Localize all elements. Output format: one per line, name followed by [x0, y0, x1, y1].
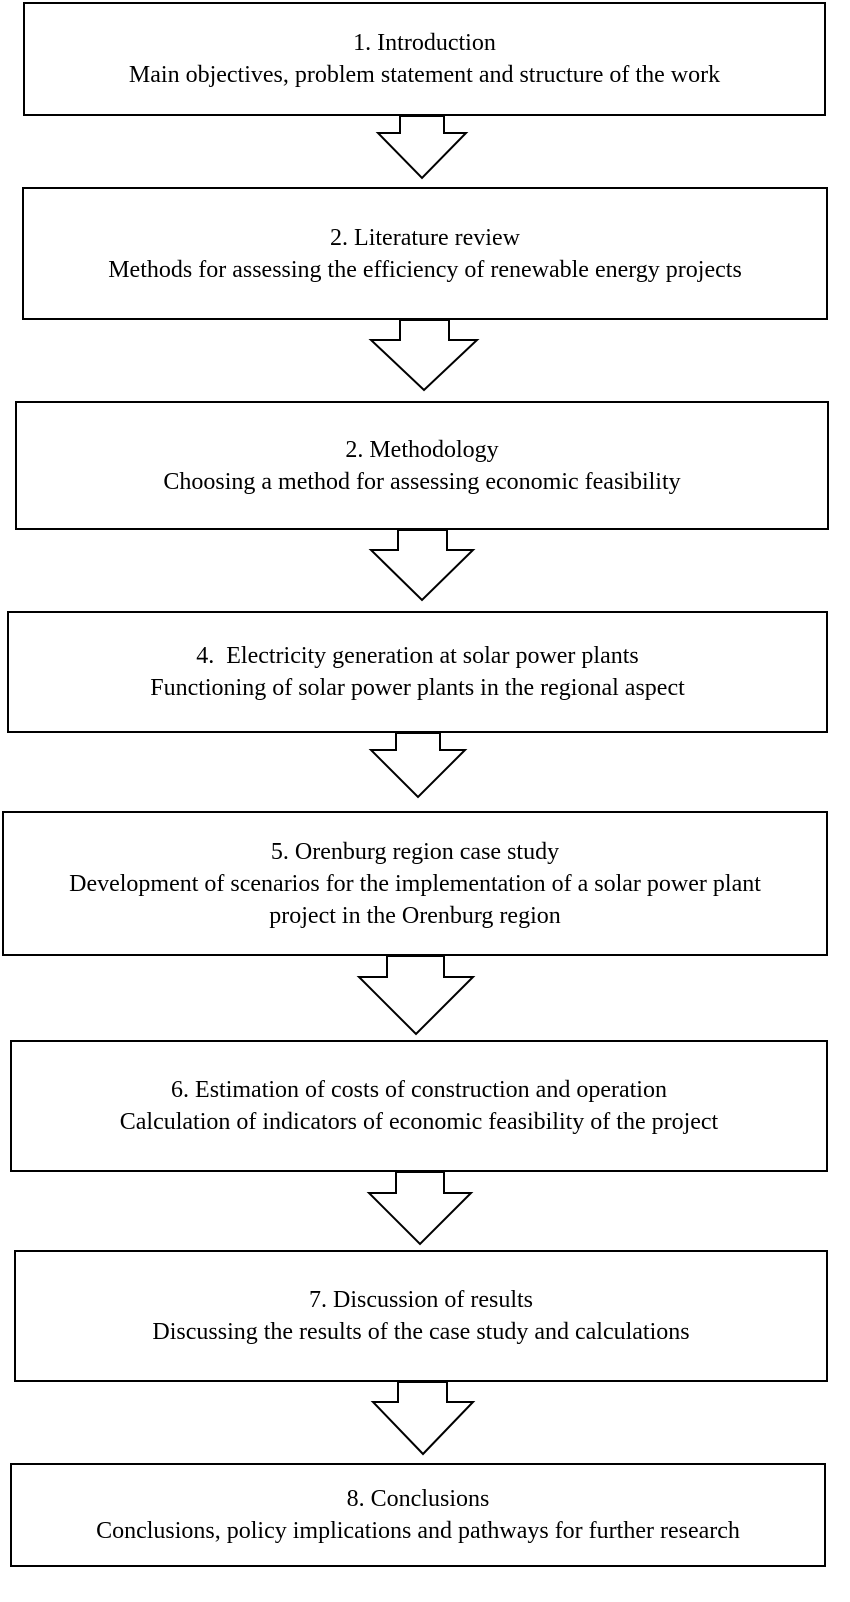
- step-title: 6. Estimation of costs of construction a…: [171, 1077, 667, 1103]
- down-arrow-4-to-5: [368, 732, 468, 799]
- step-title: 2. Methodology: [345, 436, 499, 463]
- down-arrow-7-to-8: [370, 1381, 476, 1456]
- step-description: Choosing a method for assessing economic…: [163, 468, 681, 495]
- step-box-cost-estimation: 6. Estimation of costs of construction a…: [10, 1040, 828, 1172]
- down-arrow-3-to-4: [368, 529, 476, 602]
- step-title: 5. Orenburg region case study: [270, 838, 560, 865]
- down-arrow-2-to-3: [368, 319, 480, 392]
- step-box-case-study: 5. Orenburg region case study Developmen…: [2, 811, 828, 956]
- step-description: Conclusions, policy implications and pat…: [96, 1518, 740, 1544]
- down-arrow-6-to-7: [366, 1171, 474, 1246]
- step-description: Main objectives, problem statement and s…: [128, 62, 721, 88]
- step-title: 7. Discussion of results: [309, 1287, 533, 1313]
- down-arrow-5-to-6: [356, 955, 476, 1036]
- step-title: 2. Literature review: [330, 224, 520, 251]
- step-title: 8. Conclusions: [346, 1486, 490, 1512]
- step-description: Development of scenarios for the impleme…: [69, 870, 761, 929]
- step-description: Functioning of solar power plants in the…: [150, 675, 685, 701]
- step-box-introduction: 1. Introduction Main objectives, problem…: [23, 2, 826, 116]
- step-box-discussion: 7. Discussion of results Discussing the …: [14, 1250, 828, 1382]
- step-box-electricity-generation: 4. Electricity generation at solar power…: [7, 611, 828, 733]
- step-description: Methods for assessing the efficiency of …: [108, 256, 742, 283]
- step-box-methodology: 2. Methodology Choosing a method for ass…: [15, 401, 829, 530]
- step-box-conclusions: 8. Conclusions Conclusions, policy impli…: [10, 1463, 826, 1567]
- down-arrow-1-to-2: [375, 115, 469, 180]
- step-description: Calculation of indicators of economic fe…: [119, 1109, 719, 1135]
- step-title: 4. Electricity generation at solar power…: [196, 643, 639, 669]
- step-box-literature-review: 2. Literature review Methods for assessi…: [22, 187, 828, 320]
- step-description: Discussing the results of the case study…: [152, 1319, 690, 1345]
- step-title: 1. Introduction: [353, 30, 496, 56]
